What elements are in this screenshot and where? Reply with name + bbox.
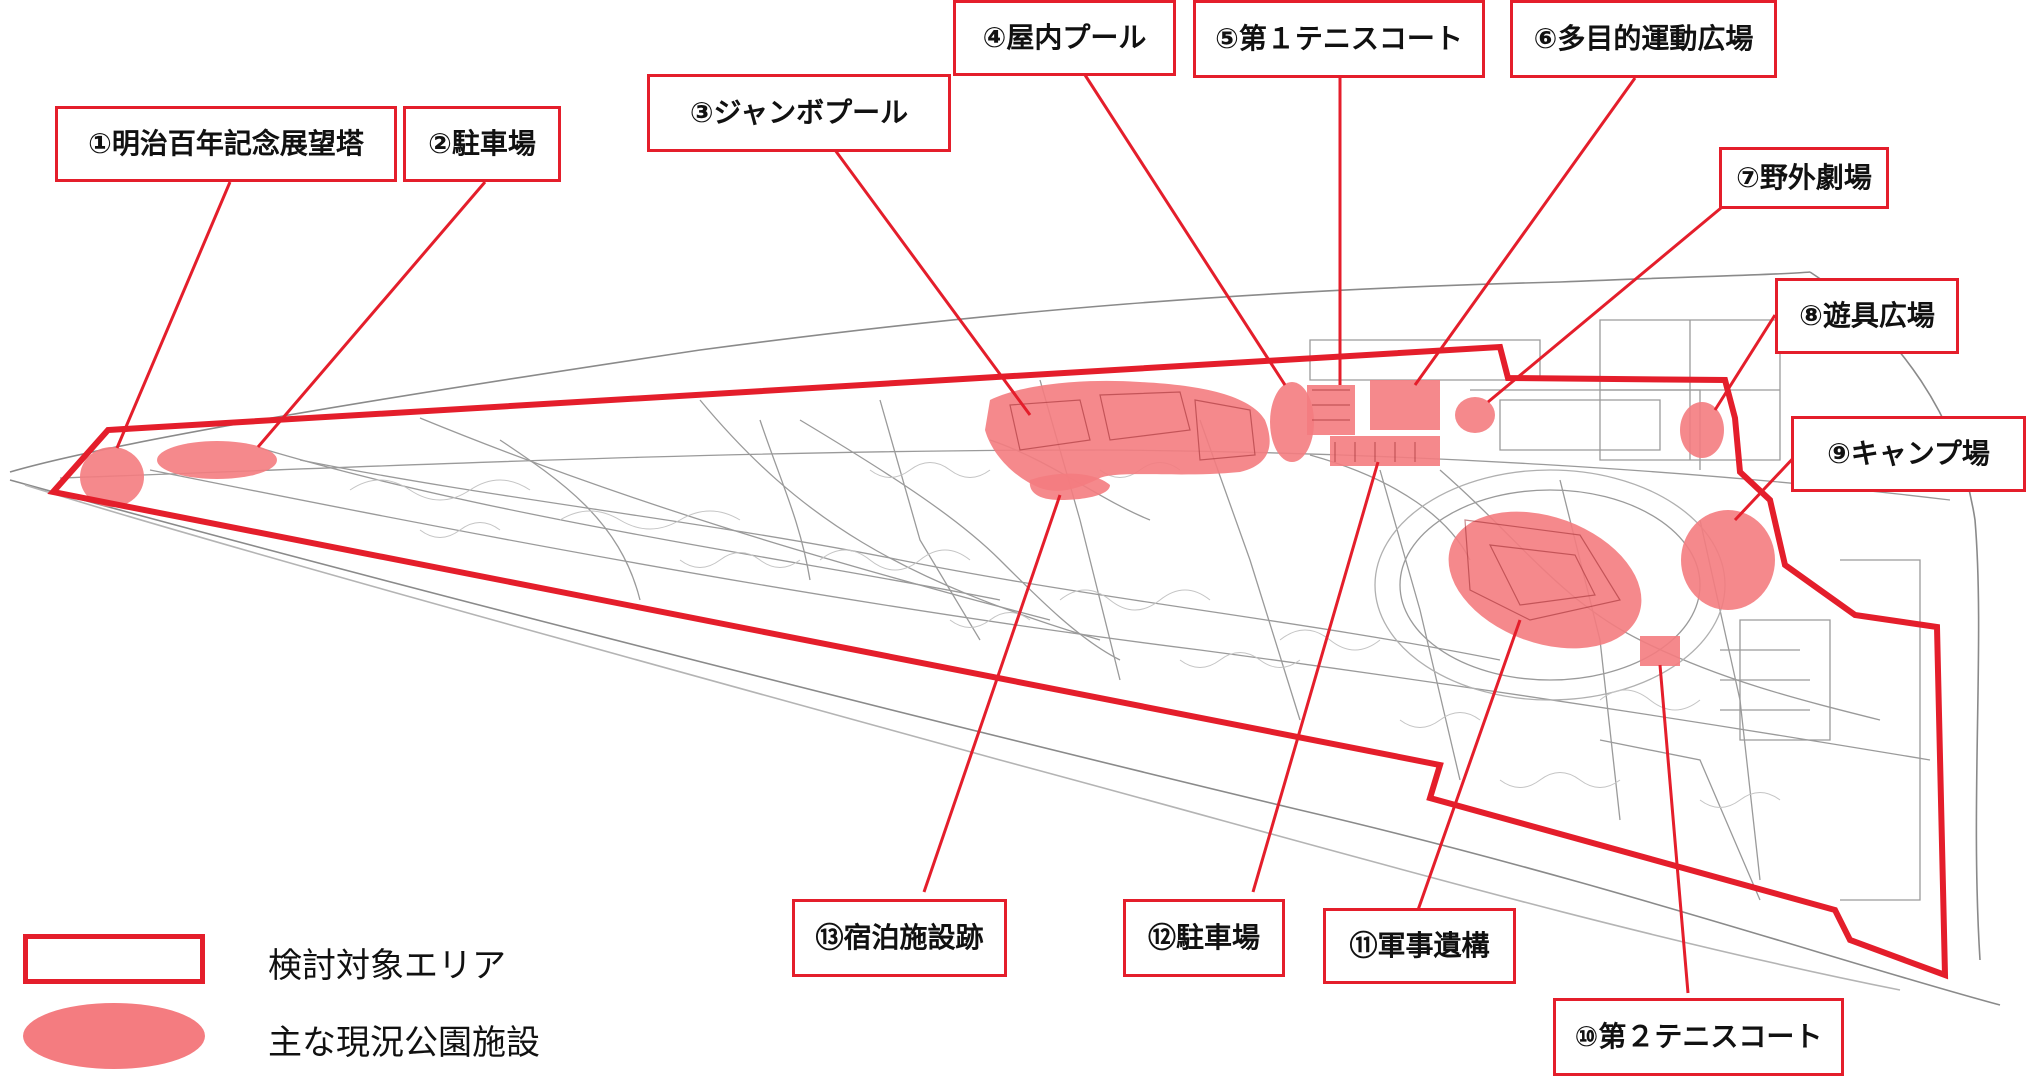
facility-campground [1681,510,1775,610]
label-indoor-pool: ④屋内プール [953,0,1176,76]
study-area-boundary [47,343,1949,980]
facility-playground [1680,402,1724,458]
label-jumbo-pool: ③ジャンボプール [647,74,951,152]
facility-outdoor-theater [1455,397,1495,433]
facility-tennis-court-1 [1307,385,1355,435]
facility-jumbo-pool [985,380,1270,491]
label-tennis-court-1: ⑤第１テニスコート [1193,0,1485,78]
label-tennis-court-2: ⑩第２テニスコート [1553,998,1844,1076]
label-playground: ⑧遊具広場 [1775,278,1959,354]
facility-parking-2 [157,441,277,479]
facility-tennis-court-2 [1640,636,1680,666]
label-parking-12: ⑫駐車場 [1123,899,1285,977]
facility-indoor-pool [1270,382,1314,462]
legend-facility-label: 主な現況公園施設 [268,1023,540,1063]
facility-multipurpose-field [1370,380,1440,430]
legend-boundary-swatch [23,934,205,984]
label-outdoor-theater: ⑦野外劇場 [1719,147,1889,209]
facility-accommodation-ruins [1029,473,1110,500]
label-parking-2: ②駐車場 [403,106,561,182]
facility-parking-12 [1330,436,1440,466]
leader-lines [115,74,1800,994]
label-accommodation-ruins: ⑬宿泊施設跡 [792,899,1007,977]
label-observation-tower: ①明治百年記念展望塔 [55,106,397,182]
label-military-ruins: ⑪軍事遺構 [1323,908,1516,984]
legend-facility-swatch [23,1003,205,1069]
facility-observation-tower [80,447,144,507]
building-detail [1009,389,1621,621]
legend-boundary-label: 検討対象エリア [268,946,506,986]
label-multipurpose-field: ⑥多目的運動広場 [1510,0,1777,78]
label-campground: ⑨キャンプ場 [1791,416,2026,492]
facility-military-ruins [1448,511,1642,649]
